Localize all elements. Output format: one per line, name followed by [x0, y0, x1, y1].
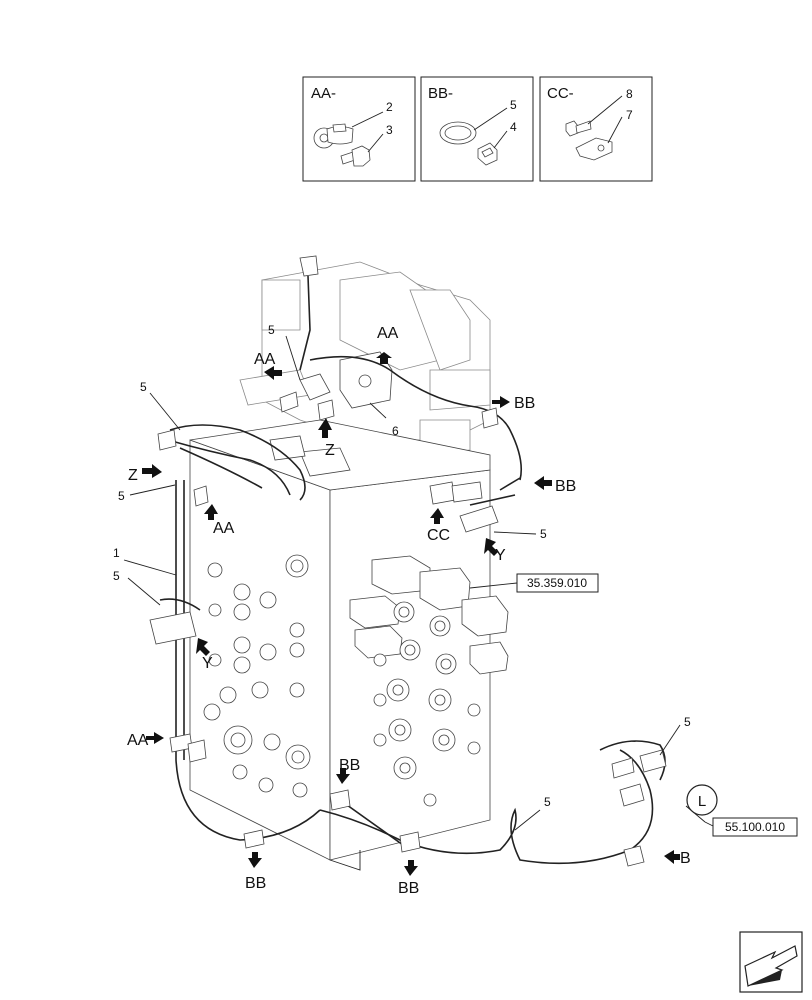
part-number-5: 5: [140, 380, 147, 394]
callout-y-right: Y: [495, 547, 506, 564]
reference-35359010-text: 35.359.010: [527, 576, 587, 590]
detail-box-bb-title: BB-: [428, 85, 453, 102]
arrow-bb-bottom-mid: [404, 860, 418, 876]
callout-bb-top-right: BB: [514, 395, 535, 412]
part-number-labels: 5 5 5 1 5 6 5 5 5: [113, 323, 691, 809]
reference-box-35359010[interactable]: 35.359.010: [516, 573, 599, 593]
callout-bb-bottom-left: BB: [245, 875, 266, 892]
callout-bb-mid: BB: [339, 757, 360, 774]
detail-box-cc-title: CC-: [547, 85, 574, 102]
detail-box-aa-title: AA-: [311, 85, 336, 102]
arrow-aa-top: [376, 352, 392, 364]
detail-aa-part-label: 2: [386, 100, 393, 114]
callout-bb-right: BB: [555, 478, 576, 495]
arrow-cc: [430, 508, 444, 524]
callout-bb-bottom-mid: BB: [398, 880, 419, 897]
detail-cc-part-label: 8: [626, 87, 633, 101]
callout-z-left: Z: [128, 467, 138, 484]
callout-b: B: [680, 850, 691, 867]
control-valve-assembly: [189, 261, 509, 871]
connector-circle-label: L: [698, 793, 706, 810]
part-number-1: 1: [113, 546, 120, 560]
callout-cc: CC: [427, 527, 450, 544]
arrow-bb-right: [534, 476, 552, 490]
arrow-y-left: [196, 638, 210, 656]
detail-aa-part-label: 3: [386, 123, 393, 137]
callout-aa-left-top: AA: [254, 351, 276, 368]
arrow-b: [664, 850, 680, 864]
leader-lines: [123, 335, 714, 831]
callout-y-left: Y: [202, 655, 213, 672]
reference-box-55100010[interactable]: 55.100.010: [712, 817, 798, 837]
cable-tie-icon: [439, 107, 508, 145]
right-face-fittings: [349, 555, 509, 807]
arrow-aa-lower: [146, 732, 164, 744]
detail-cc-part-label: 7: [626, 108, 633, 122]
detail-bb-part-label: 5: [510, 98, 517, 112]
arrow-aa-left-top: [264, 366, 282, 380]
arrow-y-right: [484, 538, 498, 556]
detail-box-cc: CC- 8 7: [539, 76, 653, 182]
next-page-arrow-icon[interactable]: [739, 931, 803, 993]
arrow-bb-bottom-left: [248, 852, 262, 868]
callout-z-top: Z: [325, 442, 335, 459]
callout-aa-lower: AA: [127, 732, 149, 749]
callout-aa-mid: AA: [213, 520, 235, 537]
callout-aa-top: AA: [377, 325, 399, 342]
part-number-5: 5: [540, 527, 547, 541]
reference-55100010-text: 55.100.010: [725, 820, 785, 834]
callout-labels: AA AA BB BB Z Z AA CC Y Y AA BB BB BB B: [127, 325, 691, 897]
arrow-bb-mid: [336, 768, 350, 784]
part-number-5: 5: [268, 323, 275, 337]
bracket-icon: [575, 116, 623, 161]
detail-bb-part-label: 4: [510, 120, 517, 134]
part-number-6: 6: [392, 424, 399, 438]
part-number-5: 5: [118, 489, 125, 503]
arrow-z-left: [142, 464, 162, 478]
screw-icon: [565, 95, 623, 137]
connector-circle-l: L: [686, 784, 718, 816]
callout-arrows: [142, 352, 680, 876]
wire-harness: [149, 255, 667, 867]
clip-icon: [477, 130, 508, 166]
part-number-5: 5: [544, 795, 551, 809]
part-number-5: 5: [684, 715, 691, 729]
arrow-z-top: [318, 418, 332, 438]
arrow-bb-top-right: [492, 396, 510, 408]
detail-box-aa: AA- 2 3: [302, 76, 416, 182]
arrow-aa-mid: [204, 504, 218, 520]
detail-box-bb: BB- 5 4: [420, 76, 534, 182]
left-side-ports: [203, 554, 311, 798]
part-number-5: 5: [113, 569, 120, 583]
hose-clamp-icon: [313, 111, 384, 149]
bolt-icon: [340, 133, 384, 167]
